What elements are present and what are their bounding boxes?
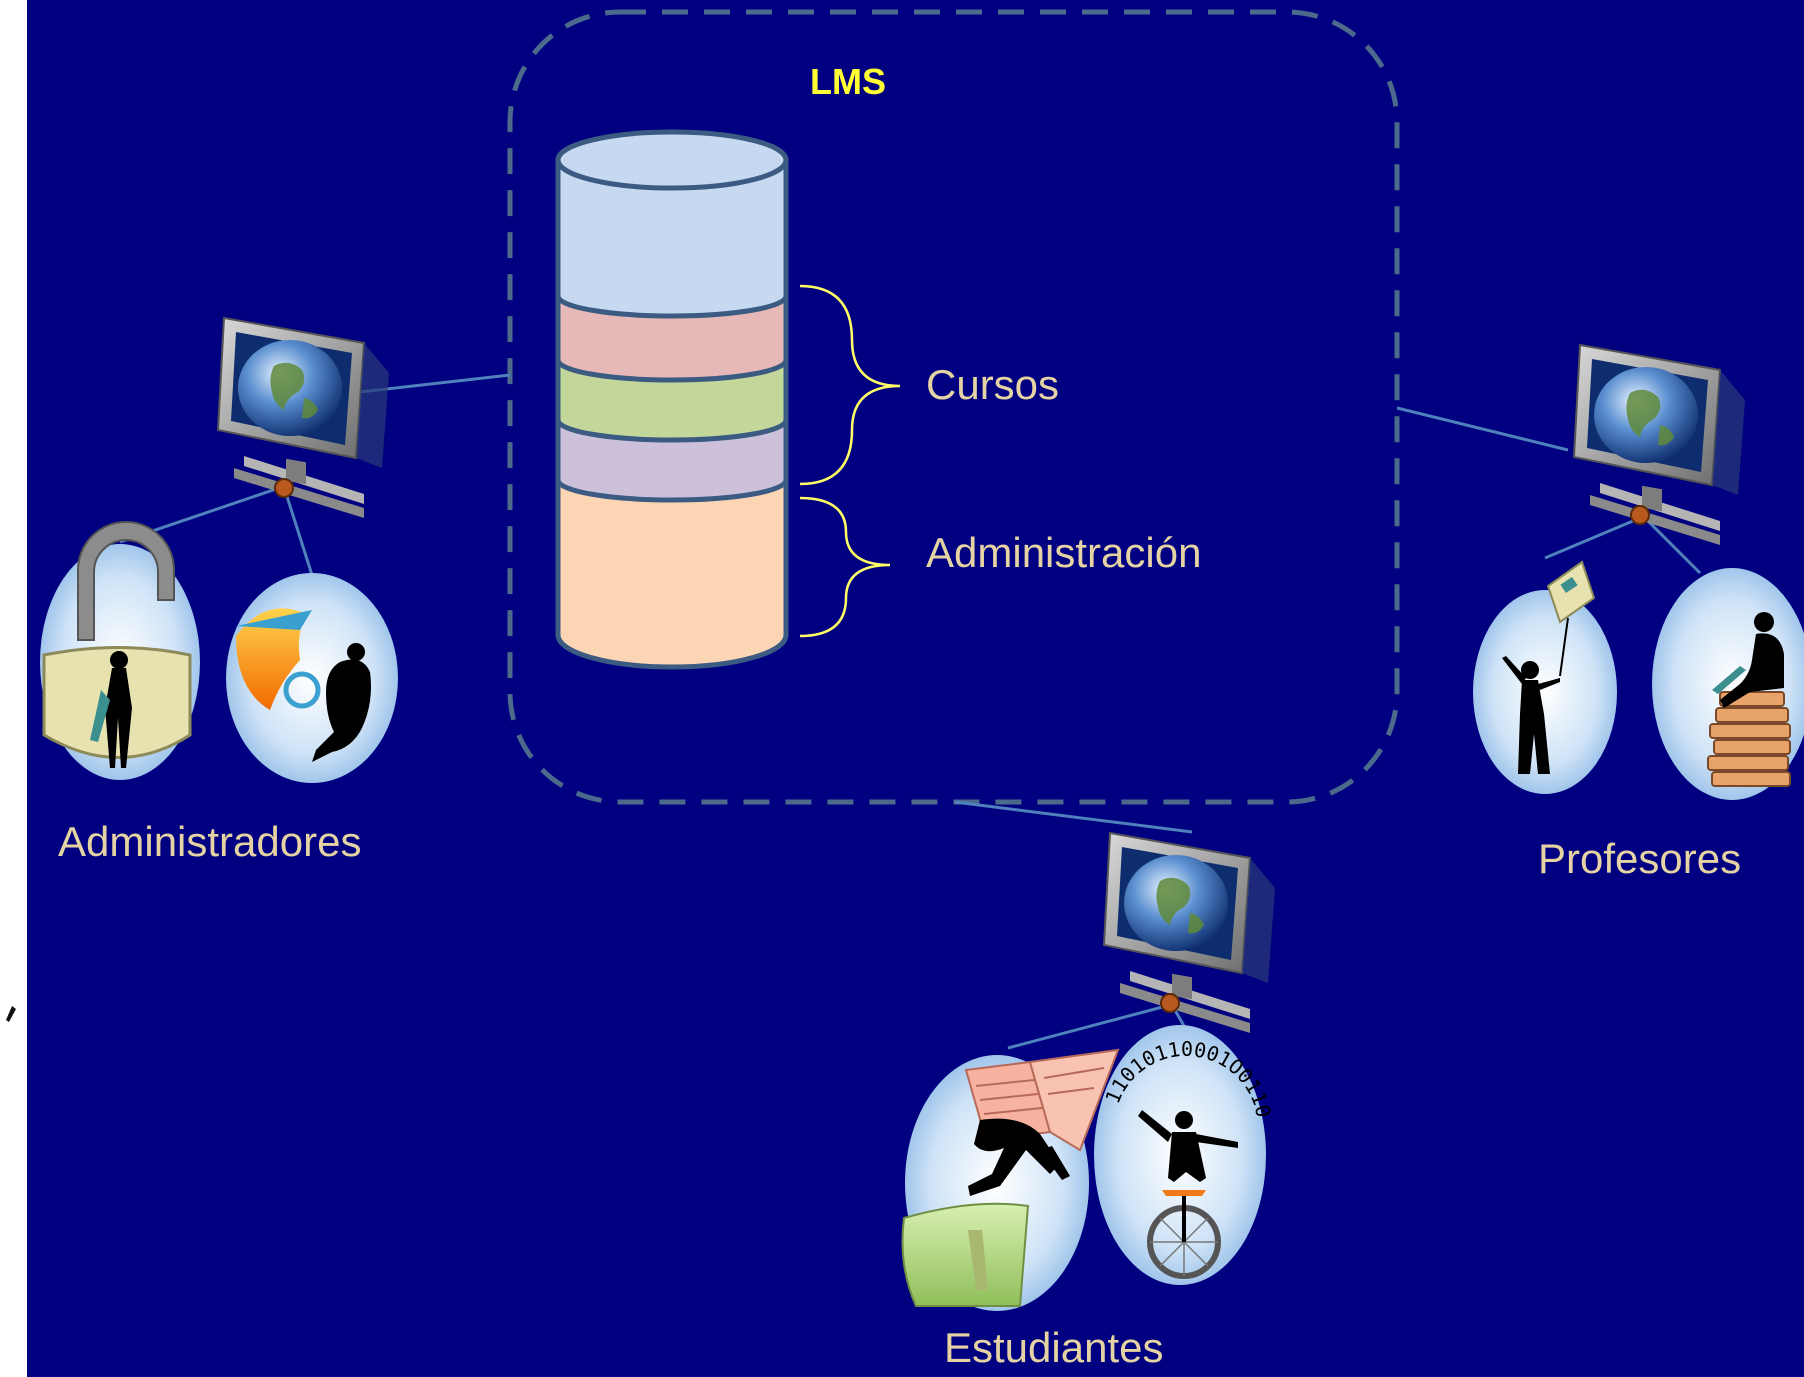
prof-presenter-illustration	[1473, 560, 1617, 794]
brace-administracion	[799, 496, 891, 638]
label-administracion: Administración	[926, 529, 1201, 576]
db-top-cap	[555, 129, 789, 191]
db-layer-bottom	[555, 477, 789, 670]
connector-admin-right	[282, 486, 314, 576]
db-layer-pink	[555, 293, 789, 383]
brace-cursos	[799, 284, 901, 486]
est-newspaper-runner-illustration	[901, 1048, 1120, 1311]
edge-mark	[6, 1006, 16, 1022]
connector-prof-left	[1544, 516, 1641, 560]
lms-boundary	[507, 9, 1400, 805]
admin-shredder-illustration	[226, 573, 398, 783]
db-layer-lavender	[555, 417, 789, 503]
connector-est-lms	[954, 800, 1193, 834]
database-cylinder	[555, 129, 789, 670]
label-cursos: Cursos	[926, 361, 1059, 408]
connector-est-left	[1007, 1003, 1171, 1050]
admin-padlock-illustration	[40, 521, 200, 780]
lms-title: LMS	[810, 61, 886, 102]
connector-prof-lms	[1396, 406, 1569, 452]
db-layer-green	[555, 357, 789, 443]
label-profesores: Profesores	[1538, 835, 1741, 882]
label-estudiantes: Estudiantes	[944, 1324, 1163, 1371]
label-administradores: Administradores	[58, 818, 361, 865]
prof-laptop-books-illustration	[1652, 568, 1804, 800]
connector-prof-right	[1643, 516, 1702, 575]
db-layer-top	[555, 157, 789, 319]
